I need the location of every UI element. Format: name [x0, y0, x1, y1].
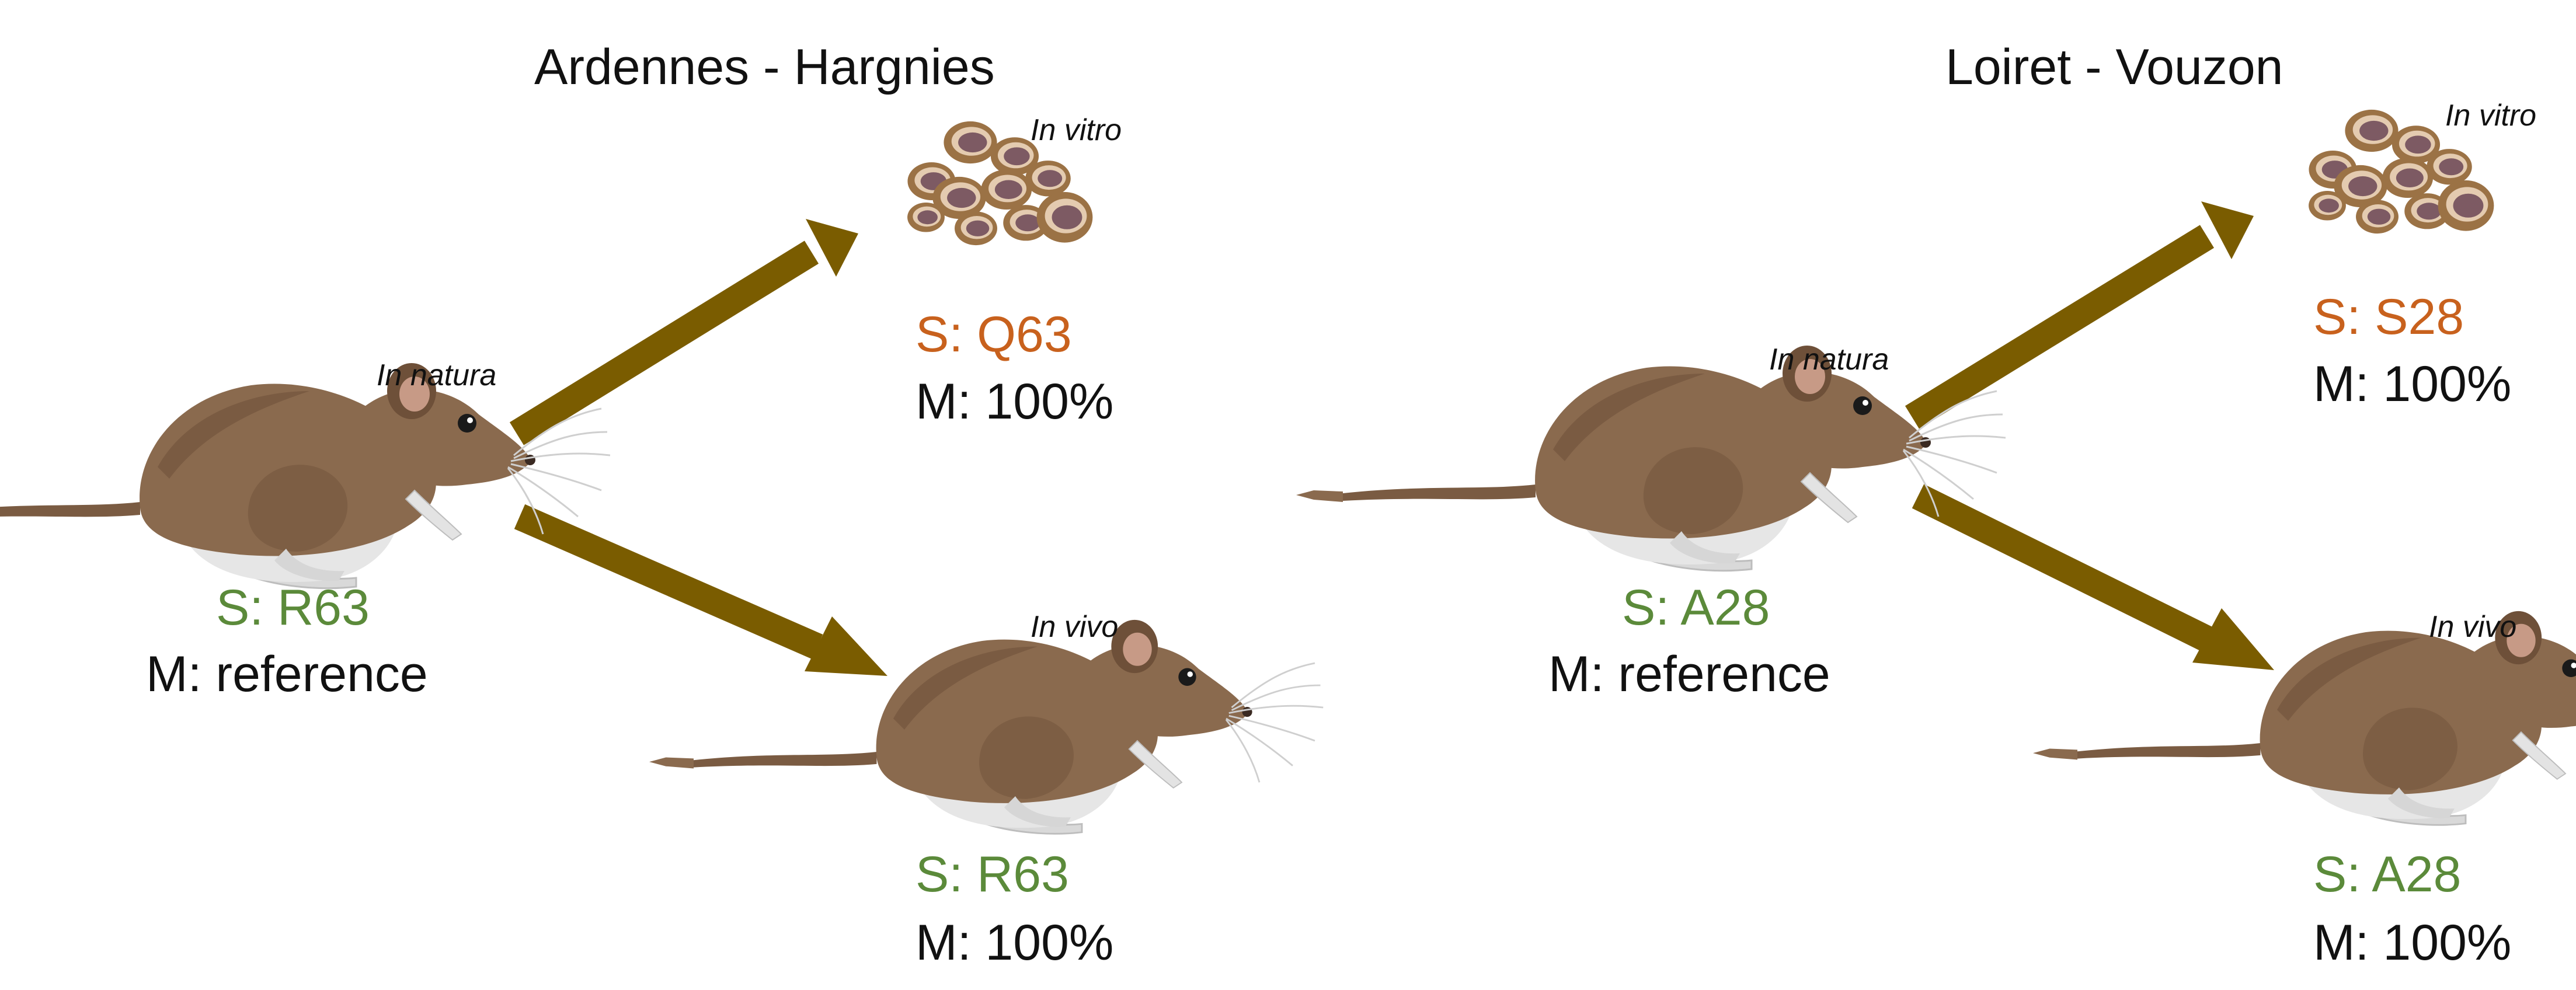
vole-in-vivo-left: [648, 619, 1324, 835]
panel-left: [0, 121, 1324, 835]
vole-in-natura-right: [1295, 344, 2007, 572]
stage-label-in-vitro: In vitro: [1031, 113, 1122, 147]
panel-right: [1295, 110, 2576, 826]
stage-label-in-natura: In natura: [377, 358, 497, 392]
stage-label-in-vivo: In vivo: [2429, 610, 2517, 644]
sequence-label: S: R63: [216, 580, 370, 636]
mutation-label: M: 100%: [2313, 915, 2512, 971]
arrow-to-in-vitro-right: [1905, 201, 2254, 429]
arrow-to-in-vivo-left: [514, 504, 887, 676]
arrow-to-in-vivo-right: [1912, 484, 2274, 670]
sequence-label: S: R63: [915, 846, 1069, 902]
arrow-to-in-vitro-left: [509, 219, 858, 445]
mutation-label: M: reference: [146, 646, 428, 702]
panel-title: Loiret - Vouzon: [1945, 39, 2283, 95]
sequence-label: S: A28: [1622, 580, 1770, 636]
stage-label-in-natura: In natura: [1769, 343, 1889, 377]
mutation-label: M: 100%: [915, 374, 1114, 430]
stage-label-in-vitro: In vitro: [2445, 99, 2537, 133]
sequence-label: S: A28: [2313, 846, 2462, 902]
mutation-label: M: reference: [1548, 646, 1830, 702]
stage-label-in-vivo: In vivo: [1031, 610, 1119, 644]
panel-title: Ardennes - Hargnies: [534, 39, 995, 95]
mutation-label: M: 100%: [2313, 356, 2512, 412]
sequence-label: S: S28: [2313, 289, 2464, 345]
mutation-label: M: 100%: [915, 915, 1114, 971]
sequence-label: S: Q63: [915, 306, 1072, 362]
vole-in-natura-left: [0, 362, 611, 590]
